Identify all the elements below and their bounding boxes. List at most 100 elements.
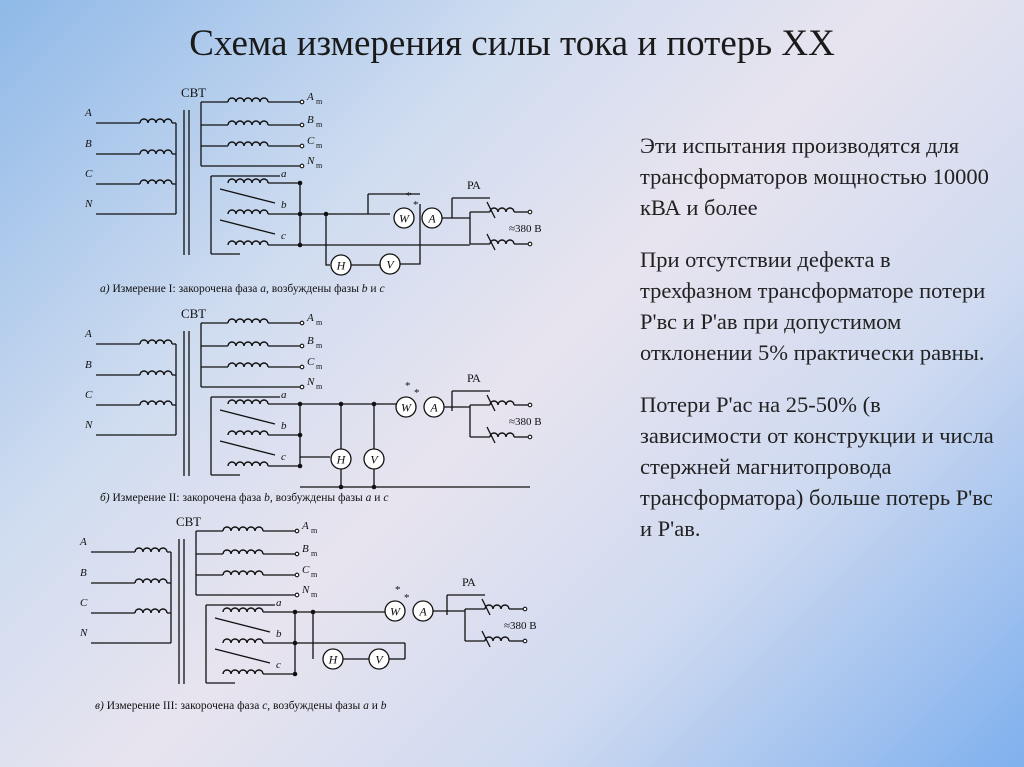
- star-mark: *: [405, 380, 411, 392]
- input-label-a: A: [84, 328, 92, 340]
- caption-part: c: [379, 283, 384, 295]
- caption-part: c: [383, 492, 388, 504]
- tap-coil: [227, 461, 269, 467]
- caption-part: a: [363, 700, 369, 712]
- short-link: [219, 219, 276, 235]
- tap-coil: [227, 399, 269, 405]
- terminal: [294, 528, 300, 534]
- tap-label-b: b: [281, 199, 287, 211]
- caption-part: и: [368, 283, 380, 295]
- output-label-bm: B: [307, 335, 314, 347]
- output-subscript: m: [316, 362, 323, 371]
- caption-part: Измерение I: закорочена фаза: [112, 283, 260, 295]
- tap-coil: [227, 240, 269, 246]
- terminal: [299, 343, 305, 349]
- caption-part: b: [264, 492, 270, 504]
- output-label-am: A: [301, 520, 309, 532]
- star-mark: *: [413, 199, 419, 211]
- tap-coil: [227, 178, 269, 184]
- caption-part: б): [100, 492, 113, 504]
- caption-part: b: [362, 283, 368, 295]
- short-link: [214, 648, 271, 664]
- output-subscript: m: [311, 549, 318, 558]
- terminal: [527, 209, 533, 215]
- tap-coil: [222, 638, 264, 644]
- caption-part: Измерение III: закорочена фаза: [107, 700, 262, 712]
- output-label-cm: C: [307, 356, 315, 368]
- secondary-coil: [227, 318, 269, 324]
- output-subscript: m: [311, 570, 318, 579]
- primary-coil: [139, 339, 173, 345]
- meter-w: [393, 207, 415, 229]
- caption-part: а): [100, 283, 112, 295]
- caption-part: , возбуждены фазы: [270, 492, 366, 504]
- input-label-b: B: [85, 138, 92, 150]
- supply-voltage: ≈380 В: [504, 620, 537, 632]
- pa-arrow: [481, 630, 491, 648]
- pa-arrow: [486, 201, 496, 219]
- short-link: [219, 440, 276, 456]
- primary-coil: [134, 608, 168, 614]
- tap-label-a: a: [281, 389, 287, 401]
- output-subscript: m: [316, 341, 323, 350]
- secondary-coil: [222, 549, 264, 555]
- terminal: [522, 638, 528, 644]
- supply-voltage: ≈380 В: [509, 416, 542, 428]
- tap-label-c: c: [281, 230, 286, 242]
- caption-part: a: [366, 492, 372, 504]
- terminal: [522, 606, 528, 612]
- terminal: [299, 143, 305, 149]
- output-label-bm: B: [307, 114, 314, 126]
- caption-part: Измерение II: закорочена фаза: [113, 492, 265, 504]
- tap-coil: [227, 209, 269, 215]
- input-label-n: N: [79, 627, 88, 639]
- tap-coil: [222, 607, 264, 613]
- meter-w-label: W: [401, 401, 412, 415]
- input-label-b: B: [85, 359, 92, 371]
- description-panel: Эти испытания производятся для трансформ…: [640, 130, 995, 565]
- pa-arrow: [486, 394, 496, 412]
- input-label-c: C: [80, 597, 88, 609]
- output-subscript: m: [311, 590, 318, 599]
- input-label-b: B: [80, 567, 87, 579]
- terminal: [527, 241, 533, 247]
- meter-a-label: A: [418, 605, 427, 619]
- terminal: [299, 163, 305, 169]
- output-subscript: m: [316, 141, 323, 150]
- caption-part: , возбуждены фазы: [267, 700, 363, 712]
- caption-part: a: [260, 283, 266, 295]
- input-label-n: N: [84, 198, 93, 210]
- primary-coil: [139, 179, 173, 185]
- terminal: [299, 364, 305, 370]
- tap-label-c: c: [276, 659, 281, 671]
- caption-part: b: [381, 700, 387, 712]
- caption-part: c: [262, 700, 267, 712]
- primary-coil: [134, 547, 168, 553]
- tap-label-a: a: [276, 597, 282, 609]
- secondary-coil: [227, 141, 269, 147]
- primary-coil: [139, 370, 173, 376]
- output-label-nm: N: [306, 376, 315, 388]
- star-mark: *: [395, 584, 401, 596]
- meter-h-label: H: [336, 453, 347, 467]
- star-mark: *: [404, 592, 410, 604]
- wire: [325, 214, 330, 266]
- wire: [400, 204, 421, 265]
- terminal: [299, 384, 305, 390]
- svt-label: СВТ: [176, 514, 201, 529]
- meter-w: [395, 396, 417, 418]
- output-label-am: A: [306, 312, 314, 324]
- pa-label: РА: [467, 178, 481, 192]
- pa-coil: [489, 239, 515, 245]
- svt-label: СВТ: [181, 306, 206, 321]
- meter-v-label: V: [370, 453, 379, 467]
- junction-dot: [338, 484, 344, 490]
- star-mark: *: [414, 387, 420, 399]
- tap-label-c: c: [281, 451, 286, 463]
- supply-voltage: ≈380 В: [509, 223, 542, 235]
- caption-part: и: [369, 700, 381, 712]
- meter-a-label: A: [427, 212, 436, 226]
